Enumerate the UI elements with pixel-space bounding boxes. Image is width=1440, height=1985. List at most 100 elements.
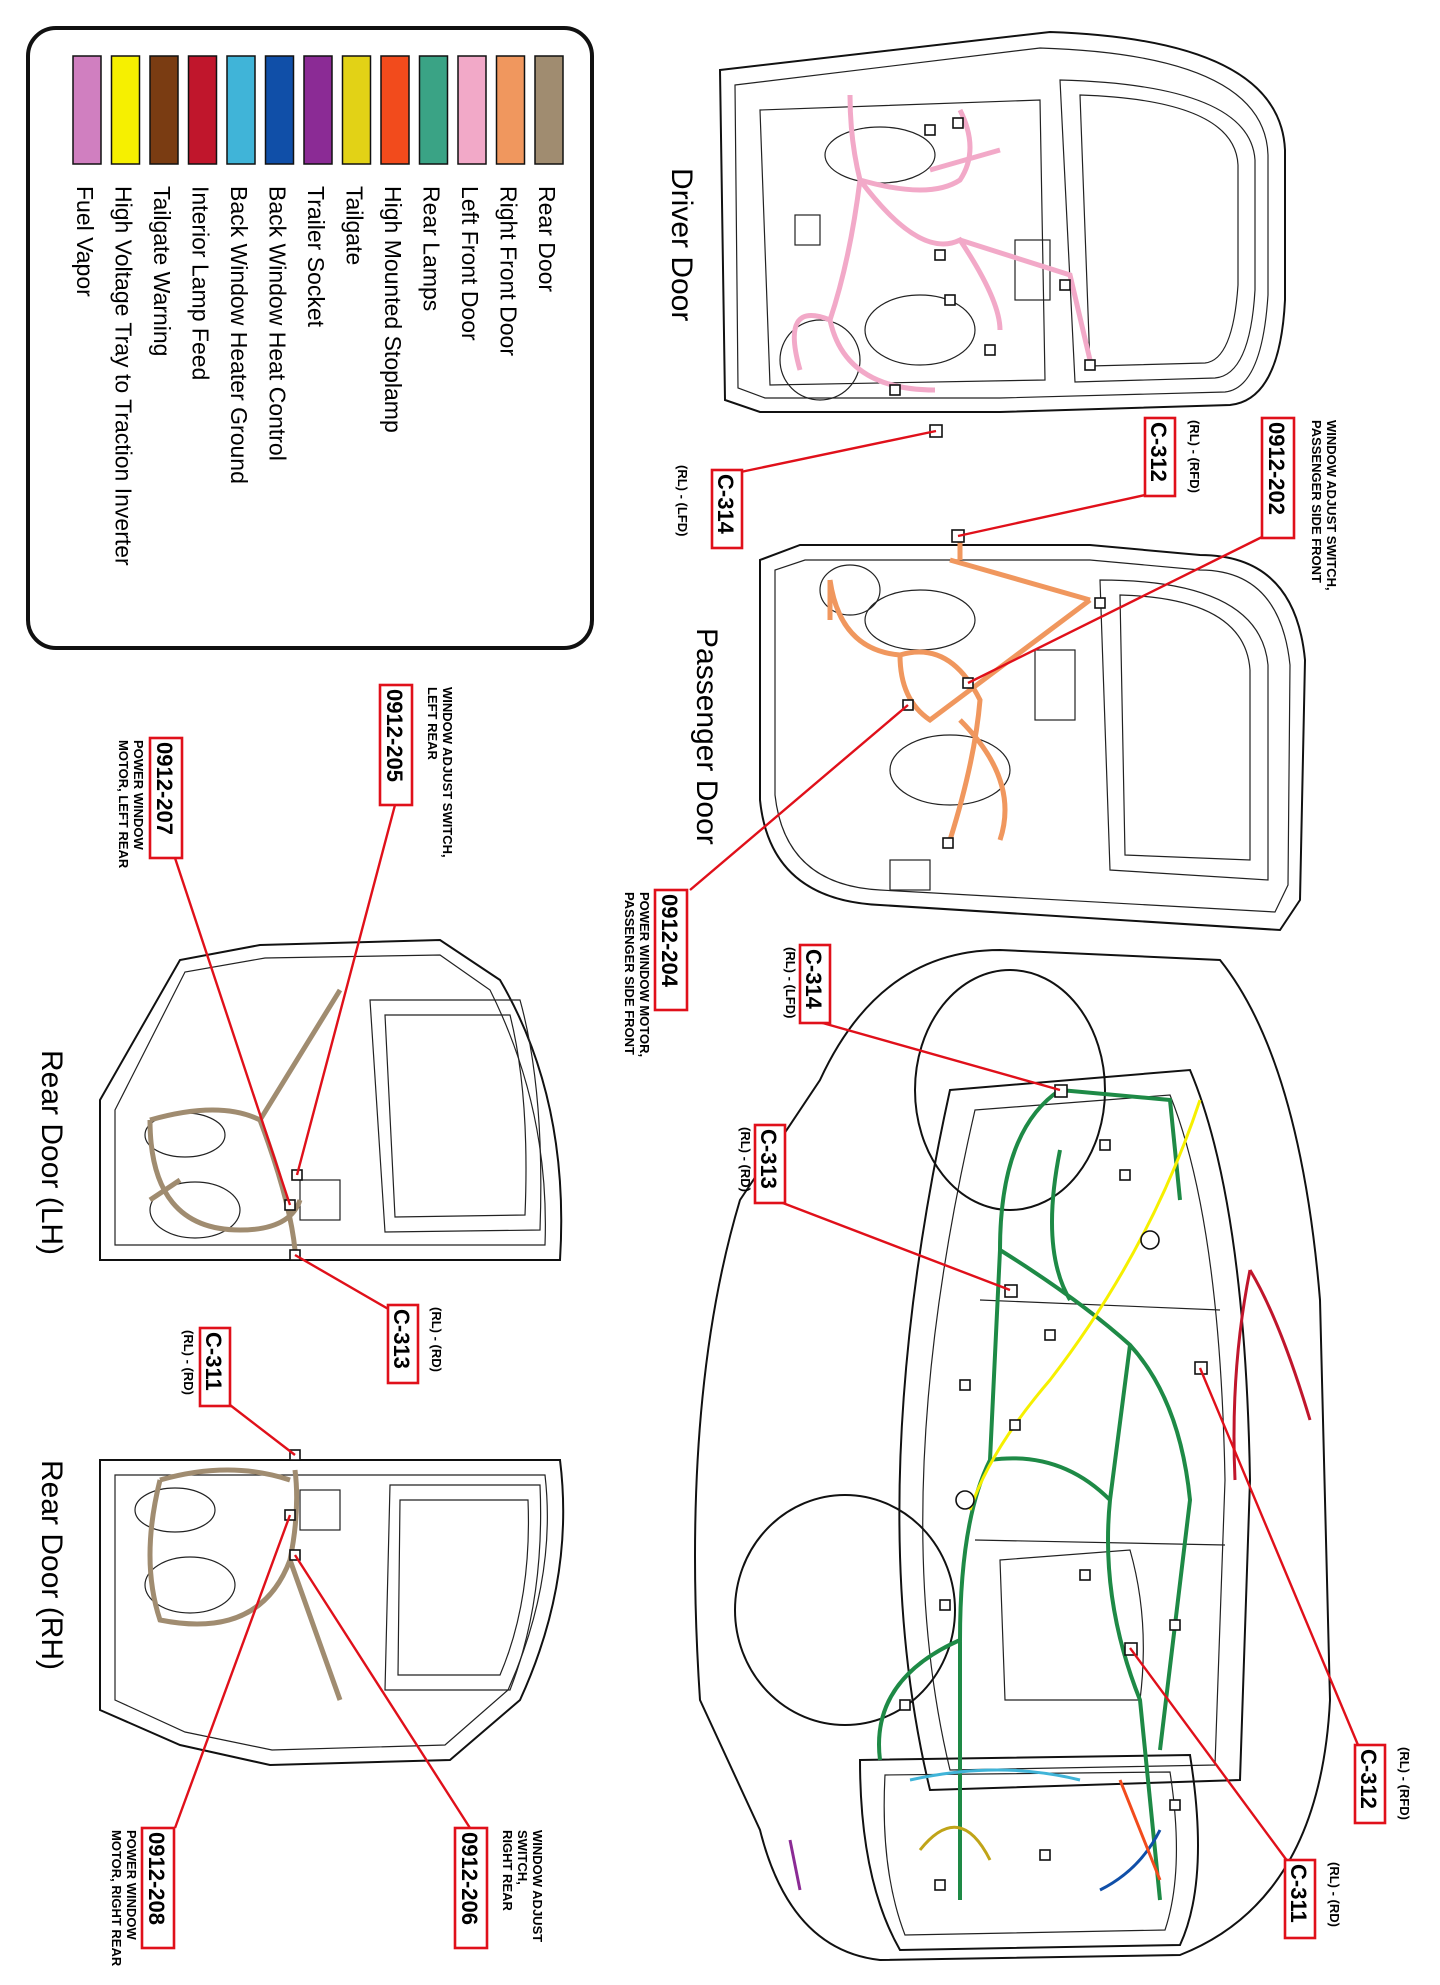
callout-c313-rear-lh — [386, 1303, 420, 1385]
svg-text:(RL) - (LFD): (RL) - (LFD) — [783, 947, 798, 1018]
svg-text:C-312: C-312 — [1356, 1749, 1381, 1809]
svg-text:C-311: C-311 — [201, 1332, 226, 1391]
callout-c313-vehicle — [753, 1123, 787, 1205]
tailgate-harness — [918, 1825, 992, 1861]
svg-text:0912-205: 0912-205 — [382, 689, 407, 782]
legend-label: Tailgate — [342, 186, 368, 265]
svg-text:0912-207: 0912-207 — [152, 742, 177, 835]
svg-text:0912-208: 0912-208 — [144, 1832, 169, 1925]
rear-door-lh-drawing: Rear Door (LH) — [35, 938, 563, 1261]
legend-swatch — [495, 55, 526, 165]
callout-0912-204 — [653, 888, 689, 1012]
svg-text:LEFT REAR: LEFT REAR — [425, 687, 440, 761]
svg-text:POWER WINDOW MOTOR,: POWER WINDOW MOTOR, — [637, 892, 652, 1057]
callout-c314-driver — [710, 468, 744, 550]
legend-swatch — [380, 55, 410, 165]
legend-label: Rear Door — [534, 186, 560, 292]
legend-label: Back Window Heat Control — [265, 186, 291, 461]
svg-text:0912-202: 0912-202 — [1264, 422, 1289, 515]
c313-vehicle-connector — [1004, 1284, 1018, 1298]
legend-swatch — [110, 55, 141, 165]
passenger-door-title: Passenger Door — [690, 628, 723, 845]
legend-frame — [26, 26, 594, 650]
legend-label: Interior Lamp Feed — [188, 186, 214, 380]
svg-text:(RL) - (LFD): (RL) - (LFD) — [675, 465, 690, 536]
svg-text:WINDOW ADJUST SWITCH,: WINDOW ADJUST SWITCH, — [1324, 420, 1339, 591]
driver-door-title: Driver Door — [665, 168, 698, 321]
back-window-heat-harness — [1099, 1829, 1162, 1892]
trailer-socket-harness — [788, 1839, 802, 1891]
svg-text:PASSENGER SIDE FRONT: PASSENGER SIDE FRONT — [622, 892, 637, 1055]
legend-swatch — [341, 55, 372, 165]
svg-text:POWER WINDOW: POWER WINDOW — [124, 1830, 139, 1940]
svg-text:C-314: C-314 — [801, 949, 826, 1010]
svg-text:C-313: C-313 — [756, 1129, 781, 1189]
legend-label: Left Front Door — [457, 186, 483, 341]
callout-c311-rear-rh — [198, 1326, 232, 1408]
svg-text:(RL) - (RD): (RL) - (RD) — [181, 1330, 196, 1395]
callout-c312-vehicle — [1353, 1743, 1387, 1825]
svg-text:(RL) - (RD): (RL) - (RD) — [738, 1127, 753, 1192]
svg-text:(RL) - (RD): (RL) - (RD) — [429, 1307, 444, 1372]
back-window-ground-harness — [909, 1768, 1081, 1782]
svg-text:C-314: C-314 — [713, 474, 738, 535]
svg-text:(RL) - (RFD): (RL) - (RFD) — [1187, 420, 1202, 493]
callout-0912-208 — [140, 1826, 176, 1950]
legend-label: High Mounted Stoplamp — [380, 186, 406, 433]
svg-text:C-313: C-313 — [389, 1309, 414, 1369]
svg-text:C-311: C-311 — [1286, 1864, 1311, 1923]
legend-swatch — [534, 55, 564, 165]
color-legend: Rear Door Right Front Door Left Front Door… — [26, 26, 594, 650]
legend-swatch — [187, 55, 218, 165]
rear-door-rh-harness — [147, 1467, 343, 1701]
c314-vehicle-connector — [1054, 1084, 1068, 1098]
rear-door-lh-harness — [147, 988, 343, 1251]
callout-0912-202 — [1260, 416, 1296, 540]
legend-swatch — [72, 55, 102, 165]
svg-text:SWITCH,: SWITCH, — [515, 1830, 530, 1885]
svg-text:RIGHT REAR: RIGHT REAR — [500, 1830, 515, 1912]
driver-door-harness — [791, 94, 1093, 393]
svg-text:C-312: C-312 — [1146, 422, 1171, 482]
driver-door-drawing: Driver Door — [665, 30, 1286, 438]
legend-label: Fuel Vapor — [72, 186, 98, 297]
callout-0912-205 — [378, 683, 414, 807]
svg-text:POWER WINDOW: POWER WINDOW — [131, 740, 146, 850]
interior-lamp-feed-harness — [1232, 1269, 1312, 1481]
high-voltage-tray-harness — [968, 1099, 1202, 1511]
legend-swatch — [418, 55, 449, 165]
connector-callouts: C-314 (RL) - (LFD) C-312 (RL) - (RFD) 09… — [109, 416, 1412, 1967]
legend-label: Right Front Door — [496, 186, 522, 356]
passenger-door-drawing: Passenger Door — [690, 529, 1307, 932]
legend-label: Rear Lamps — [419, 186, 445, 311]
svg-text:PASSENGER SIDE FRONT: PASSENGER SIDE FRONT — [1309, 420, 1324, 583]
high-mounted-stoplamp-harness — [1118, 1779, 1162, 1881]
legend-label: Tailgate Warning — [149, 186, 175, 356]
callout-c312-passenger — [1143, 416, 1177, 498]
legend-swatch — [264, 55, 295, 165]
legend-swatch — [457, 55, 487, 165]
svg-text:0912-206: 0912-206 — [457, 1832, 482, 1925]
svg-text:WINDOW ADJUST SWITCH,: WINDOW ADJUST SWITCH, — [440, 687, 455, 858]
rear-door-rh-title: Rear Door (RH) — [35, 1460, 68, 1670]
legend-label: Trailer Socket — [303, 186, 329, 328]
rear-door-rh-drawing: Rear Door (RH) — [35, 1449, 565, 1767]
rear-lamps-harness — [877, 1088, 1193, 1901]
callout-c314-vehicle — [798, 943, 832, 1025]
callout-0912-206 — [453, 1826, 489, 1950]
svg-text:MOTOR, RIGHT REAR: MOTOR, RIGHT REAR — [109, 1830, 124, 1967]
legend-label: Back Window Heater Ground — [226, 186, 252, 484]
svg-text:MOTOR, LEFT REAR: MOTOR, LEFT REAR — [116, 740, 131, 869]
legend-swatch — [149, 55, 179, 165]
passenger-door-harness — [827, 540, 1092, 841]
svg-text:0912-204: 0912-204 — [657, 894, 682, 988]
legend-swatch — [226, 55, 256, 165]
rear-door-lh-title: Rear Door (LH) — [35, 1050, 68, 1255]
legend-label: High Voltage Tray to Traction Inverter — [111, 186, 137, 566]
legend-swatch — [303, 55, 333, 165]
callout-c311-vehicle — [1283, 1858, 1317, 1940]
svg-text:WINDOW ADJUST: WINDOW ADJUST — [530, 1830, 545, 1942]
vehicle-body-drawing — [694, 948, 1332, 1962]
